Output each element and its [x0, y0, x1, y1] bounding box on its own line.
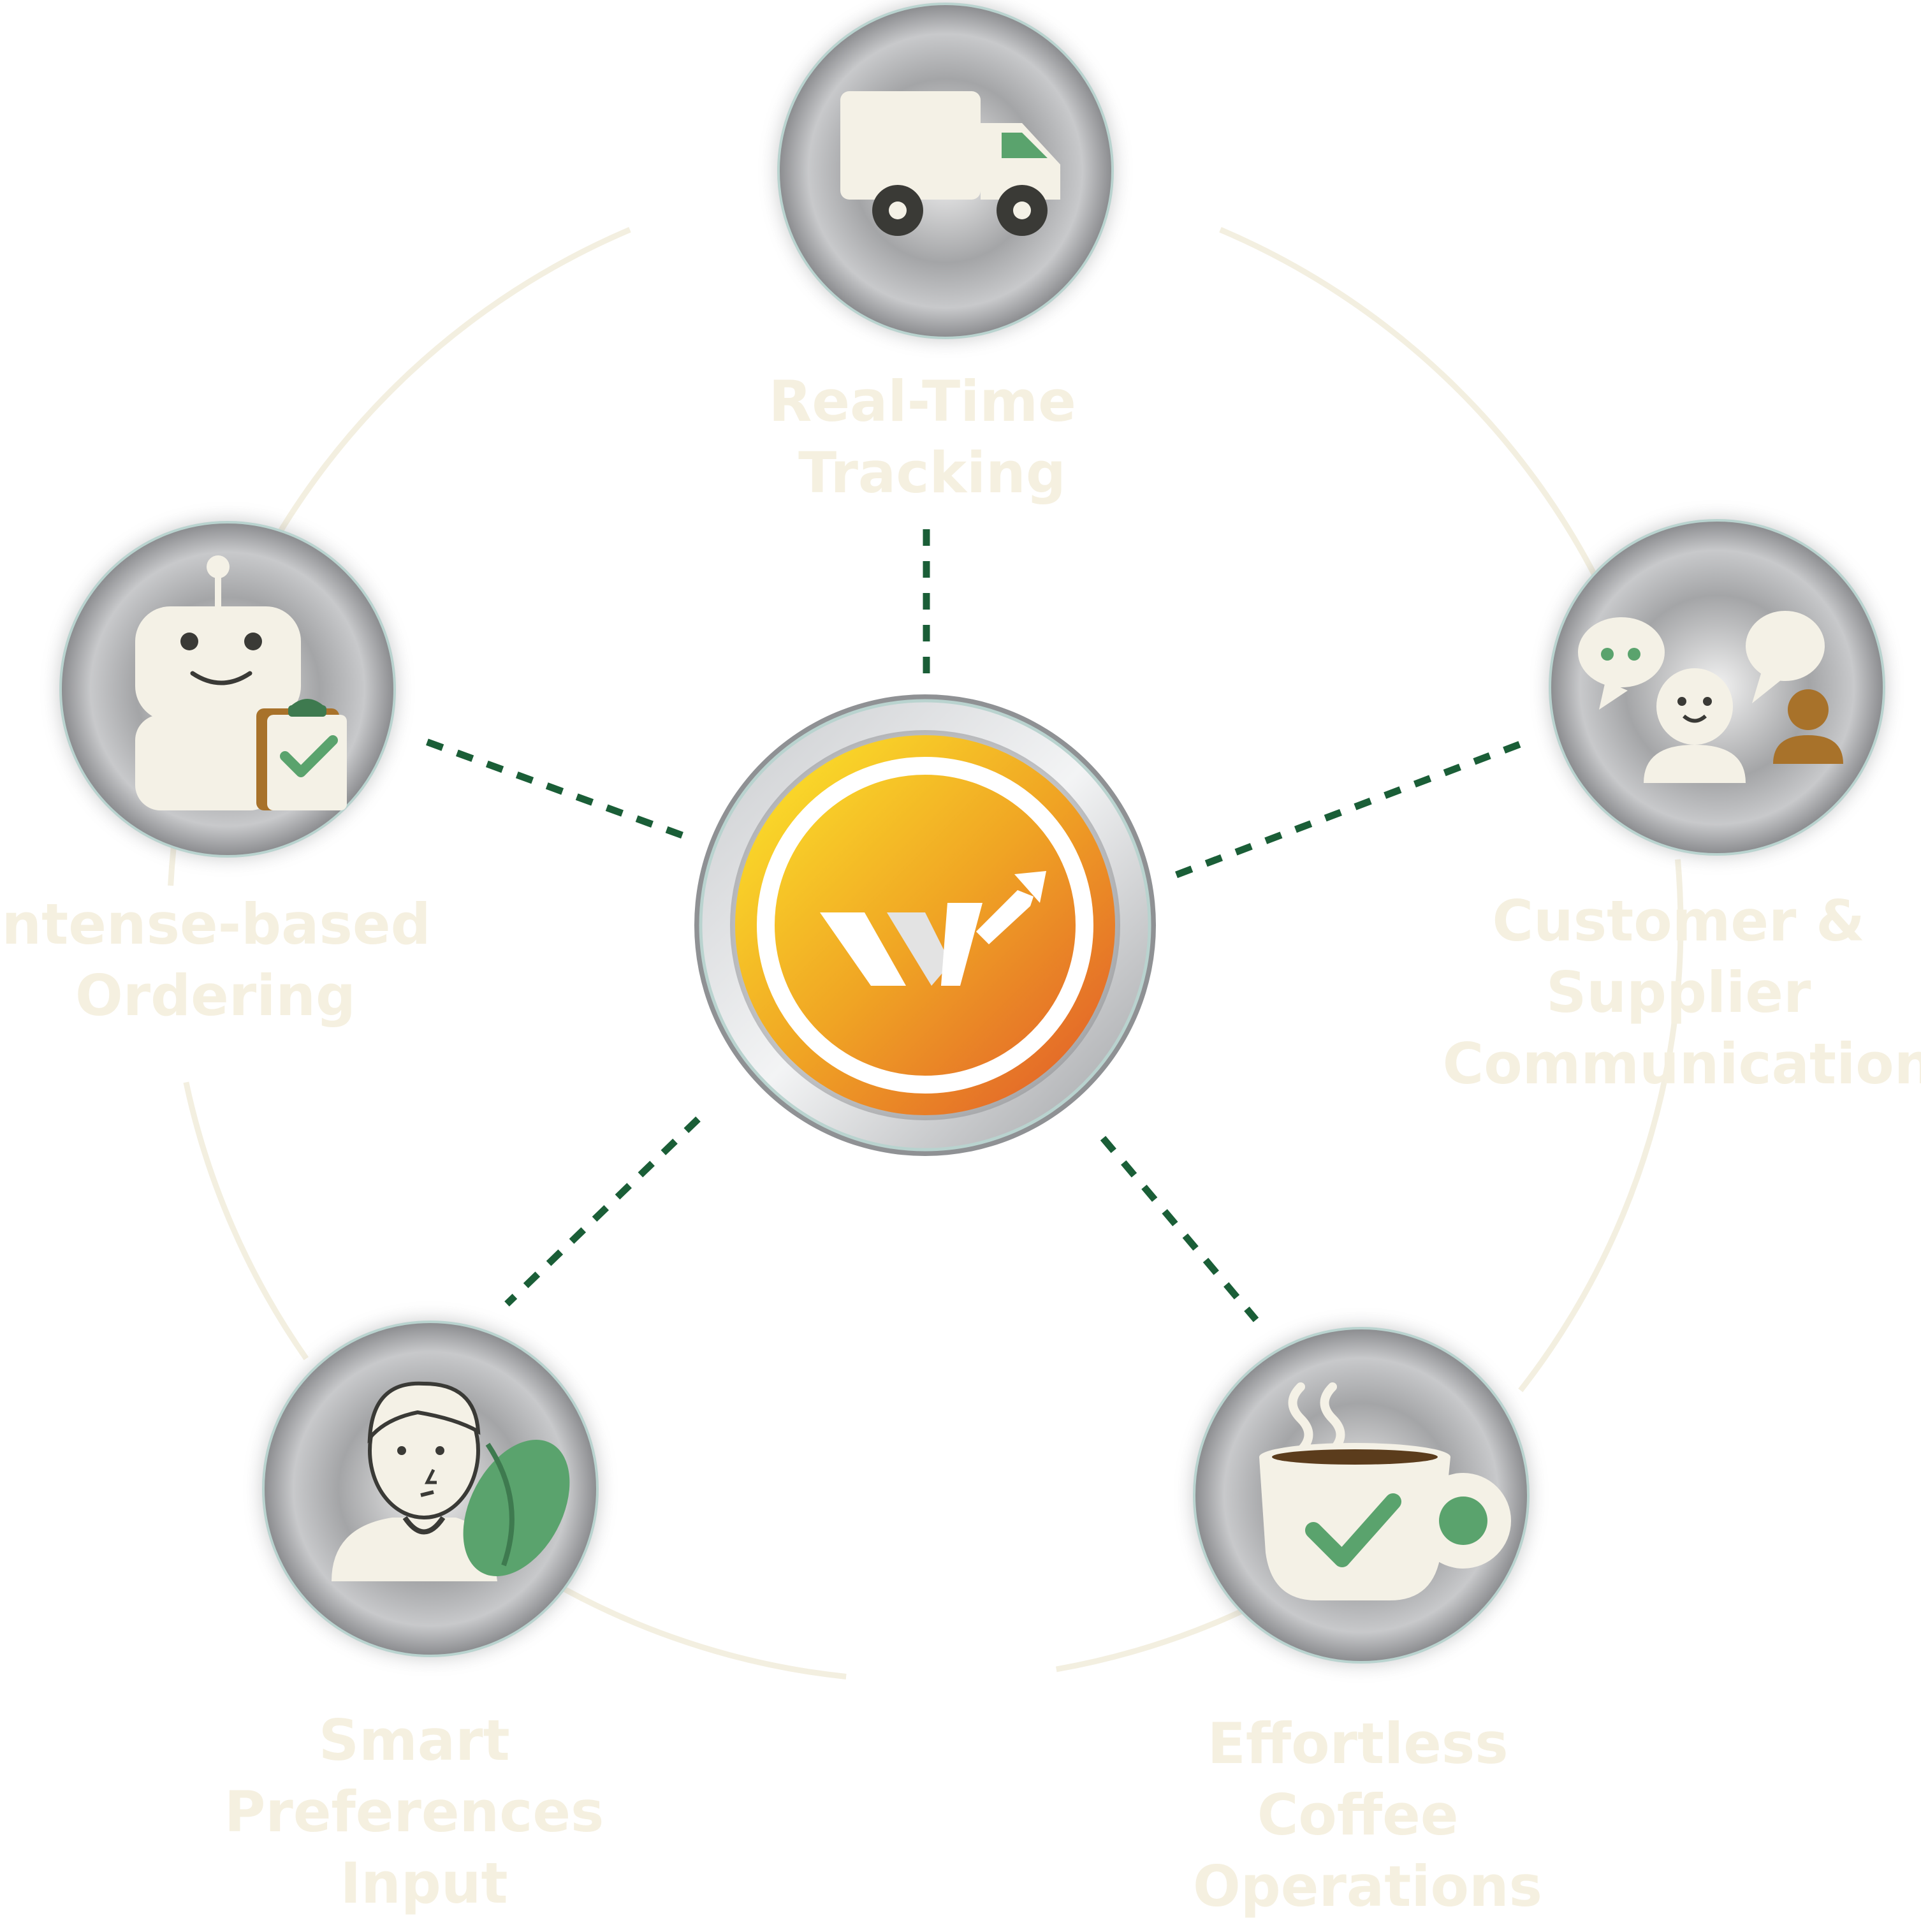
coffee-cup-check-icon [1259, 1382, 1511, 1600]
node-effortless-coffee-operations [1192, 1326, 1530, 1664]
ring-arc-0 [249, 227, 631, 584]
label-smart-preferences-input: Smart Preferences Input [224, 1708, 624, 1916]
label-intense-based-ordering: Intense-based Ordering [0, 891, 450, 1028]
ring-arc-5 [183, 1081, 309, 1361]
ring-arc-2 [1518, 859, 1684, 1393]
delivery-truck-icon [840, 91, 1060, 236]
person-coffee-bean-icon [332, 1381, 570, 1581]
robot-clipboard-icon [135, 555, 347, 810]
connector-communication [1175, 738, 1528, 879]
node-customer-supplier-communication [1548, 518, 1886, 856]
label-effortless-coffee-operations: Effortless Coffee Operations [1193, 1711, 1542, 1919]
connector-preferences [504, 1116, 701, 1306]
node-real-time-tracking [777, 2, 1114, 340]
node-intense-based-ordering [59, 520, 397, 858]
chat-people-icon [1578, 611, 1843, 783]
logo-hub [694, 694, 1156, 1156]
outer-ring [168, 227, 1684, 1680]
ring-arc-1 [1219, 227, 1607, 596]
label-customer-supplier-communication: Customer & Supplier Communication [1443, 888, 1921, 1097]
brand-mark-icon [820, 871, 1046, 986]
connector-operations [1100, 1136, 1259, 1322]
connectors [420, 529, 1528, 1322]
connector-ordering [420, 736, 683, 839]
node-smart-preferences-input [261, 1320, 599, 1658]
label-real-time-tracking: Real-Time Tracking [769, 369, 1096, 506]
